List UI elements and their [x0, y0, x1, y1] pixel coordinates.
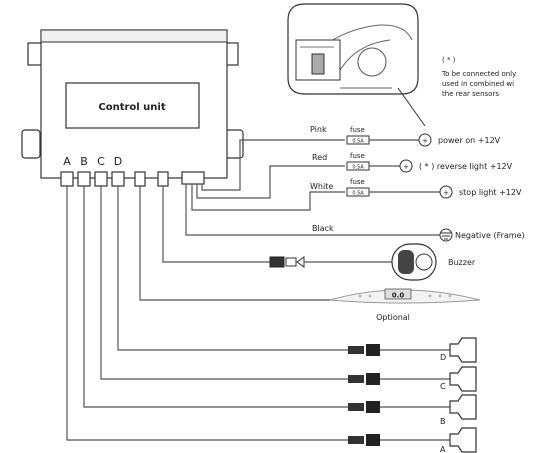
fuse-label-red: fuse: [350, 152, 365, 160]
svg-text:+: +: [443, 189, 449, 197]
sensor-label-d: D: [440, 353, 446, 362]
buzzer-icon: [391, 243, 437, 281]
fuse-value-pink: 0.5A: [352, 139, 364, 145]
optional-label: Optional: [376, 313, 410, 322]
svg-text:+: +: [403, 163, 409, 171]
fuse-value-red: 0.5A: [352, 165, 364, 171]
note-marker: ( * ): [442, 56, 456, 64]
note-line-3: the rear sensors: [442, 90, 499, 98]
note-line-2: used in combined wi: [442, 80, 514, 88]
sensor-label-c: C: [440, 382, 446, 391]
control-unit: Control unit: [21, 29, 244, 179]
sensor-label-a: A: [440, 445, 446, 453]
fuse-value-white: 0.5A: [352, 191, 364, 197]
terminal-label-negative: Negative (Frame): [455, 231, 525, 240]
terminal-label-power-on: power on +12V: [438, 136, 501, 145]
sensor-b: [348, 394, 477, 420]
display-digits: 0.0: [392, 292, 405, 300]
wire-label-pink: Pink: [310, 125, 327, 134]
optional-display: 0.0: [329, 288, 481, 304]
buzzer-label: Buzzer: [448, 258, 476, 267]
sensor-label-b: B: [440, 417, 446, 426]
sensor-d: [348, 337, 477, 363]
connector-plugs: [60, 171, 205, 187]
note-line-1: To be connected only: [441, 70, 516, 78]
terminal-power-on: [418, 133, 432, 147]
port-label-d: D: [114, 155, 122, 168]
control-unit-label: Control unit: [98, 102, 165, 113]
inset-pointer-line: [397, 87, 426, 127]
terminal-reverse-light: [399, 159, 413, 173]
terminal-stop-light: [439, 185, 453, 199]
terminal-label-stop-light: stop light +12V: [459, 188, 522, 197]
sensor-a: [348, 427, 477, 453]
svg-text:+: +: [422, 137, 428, 145]
fuse-label-white: fuse: [350, 178, 365, 186]
terminal-label-reverse-light: ( * ) reverse light +12V: [419, 162, 513, 171]
dashboard-inset: [287, 3, 419, 95]
port-label-b: B: [80, 155, 88, 168]
fuse-label-pink: fuse: [350, 126, 365, 134]
wire-label-black: Black: [312, 224, 334, 233]
ground-icon: [439, 228, 453, 242]
buzzer-connector: [269, 256, 392, 268]
wire-label-red: Red: [312, 153, 327, 162]
sensor-c: [348, 366, 477, 392]
port-label-a: A: [63, 155, 71, 168]
wire-label-white: White: [310, 182, 333, 191]
port-label-c: C: [97, 155, 105, 168]
